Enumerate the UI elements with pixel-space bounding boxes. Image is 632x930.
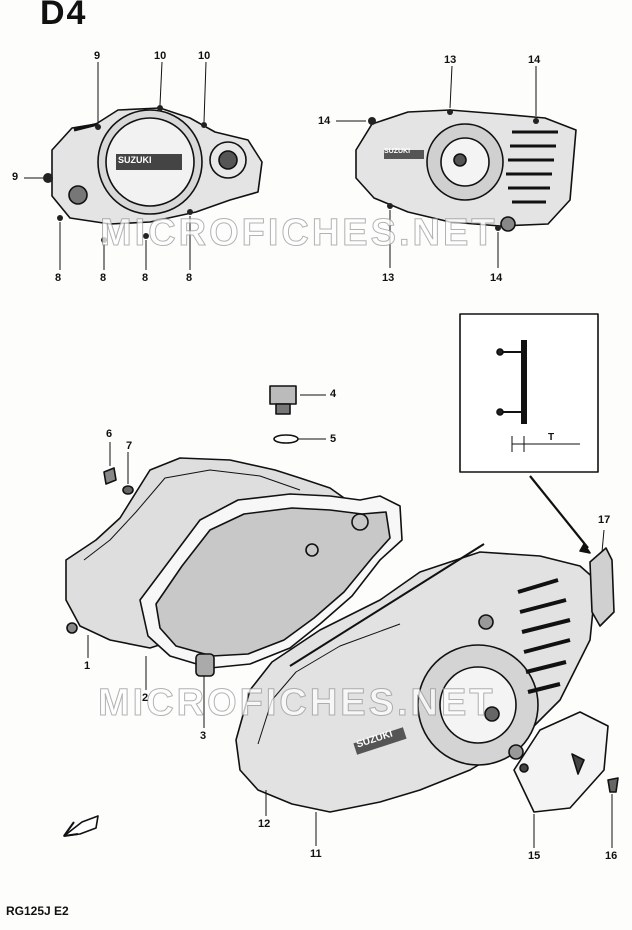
callout-9-left: 9 bbox=[12, 171, 19, 183]
callout-14-bottom: 14 bbox=[490, 272, 503, 284]
callout-2: 2 bbox=[142, 692, 149, 704]
callout-14-left: 14 bbox=[318, 115, 331, 127]
callout-17: 17 bbox=[598, 514, 611, 526]
brand-logo-clutch: SUZUKI bbox=[118, 155, 152, 165]
callout-3: 3 bbox=[200, 730, 207, 742]
callout-10-left: 10 bbox=[154, 50, 167, 62]
watermark-top: MICROFICHES.NET bbox=[100, 212, 498, 255]
callout-5: 5 bbox=[330, 433, 337, 445]
callout-13-bottom: 13 bbox=[382, 272, 395, 284]
callout-8-c: 8 bbox=[142, 272, 149, 284]
o-ring-part-5 bbox=[273, 434, 299, 444]
callout-8-b: 8 bbox=[100, 272, 107, 284]
inspection-cap-part-15 bbox=[513, 711, 609, 813]
callout-1: 1 bbox=[84, 660, 91, 672]
callout-8-a: 8 bbox=[55, 272, 62, 284]
callout-15: 15 bbox=[528, 850, 541, 862]
clutch-cover-detail bbox=[51, 107, 263, 225]
magneto-cover-part-11 bbox=[235, 543, 597, 813]
inset-dimension-label: T bbox=[548, 432, 555, 443]
plate-part-17 bbox=[589, 547, 615, 627]
callout-9-top: 9 bbox=[94, 50, 101, 62]
callout-16: 16 bbox=[605, 850, 618, 862]
callout-4: 4 bbox=[330, 388, 337, 400]
callout-8-d: 8 bbox=[186, 272, 193, 284]
bolt-part-6 bbox=[103, 467, 117, 485]
callout-11: 11 bbox=[310, 848, 322, 860]
gasket-part-2 bbox=[139, 493, 403, 669]
inset-box bbox=[459, 313, 599, 473]
brand-logo-magneto: SUZUKI bbox=[384, 148, 411, 155]
screw-part-16 bbox=[607, 777, 619, 793]
callout-6: 6 bbox=[106, 428, 113, 440]
callout-12: 12 bbox=[258, 818, 271, 830]
watermark-bottom: MICROFICHES.NET bbox=[98, 682, 496, 725]
callout-7: 7 bbox=[126, 440, 133, 452]
front-arrow-icon bbox=[63, 815, 99, 837]
oil-plug-part-4 bbox=[269, 385, 297, 415]
washer-part-7 bbox=[122, 485, 134, 495]
callout-13-top: 13 bbox=[444, 54, 457, 66]
model-footer: RG125J E2 bbox=[6, 904, 69, 918]
magneto-cover-detail bbox=[355, 109, 577, 232]
callout-14-top: 14 bbox=[528, 54, 541, 66]
dowel-pin-part-3 bbox=[195, 653, 215, 677]
page-code: D4 bbox=[40, 0, 88, 32]
callout-10-right: 10 bbox=[198, 50, 211, 62]
